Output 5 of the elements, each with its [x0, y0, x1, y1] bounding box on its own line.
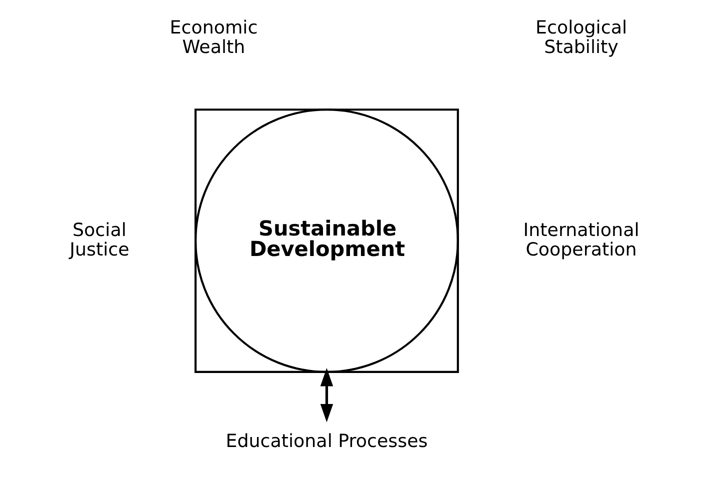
- label: Economic Wealth: [169, 17, 258, 58]
- label: Ecological Stability: [535, 17, 627, 58]
- label: Social Justice: [69, 220, 129, 260]
- label: International Cooperation: [522, 220, 639, 260]
- node-text: Educational Processes: [225, 430, 428, 452]
